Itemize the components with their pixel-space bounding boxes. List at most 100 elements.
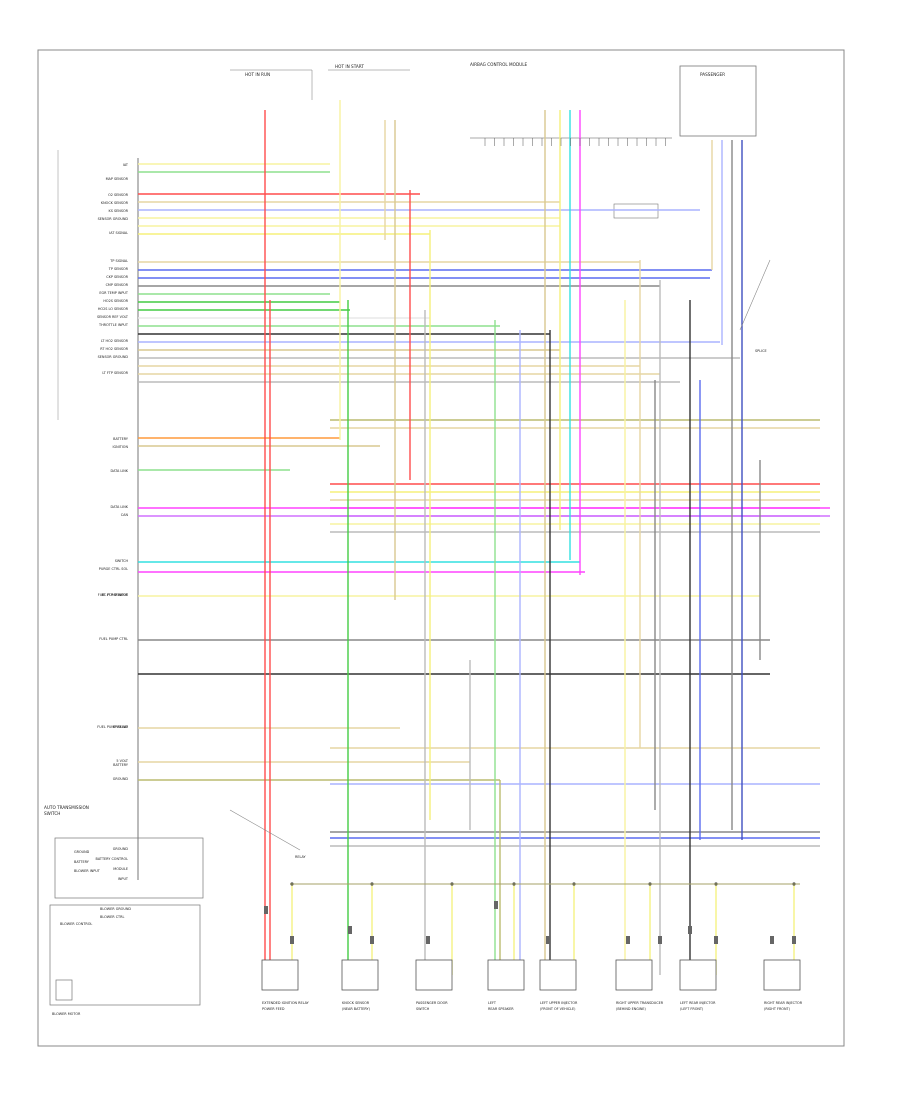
passenger-label: PASSENGER	[700, 72, 725, 77]
component-name: PASSENGER DOOR	[416, 1001, 448, 1005]
connector-mark	[792, 936, 796, 944]
blower-title: BLOWER CONTROL	[60, 922, 92, 926]
bottom-components: EXTENDED IGNITION RELAY POWER FEED KNOCK S…	[261, 959, 803, 1011]
module-title: AIRBAG CONTROL MODULE	[470, 62, 528, 67]
left-label: HO2S SENSOR	[103, 299, 128, 303]
auto-trans-sub: SWITCH	[44, 811, 60, 816]
bottom-component: KNOCK SENSOR (NEAR BATTERY)	[341, 959, 379, 1011]
connector-mark	[348, 926, 352, 934]
component-extra: (BEHIND ENGINE)	[616, 1007, 647, 1011]
connector-mark	[714, 936, 718, 944]
component-extra: (LEFT FRONT)	[680, 1007, 704, 1011]
detail-diag-2	[229, 809, 301, 851]
connector-box	[613, 203, 659, 219]
bl-label-0: GROUND	[74, 850, 90, 854]
connector-mark	[770, 936, 774, 944]
left-label: INPUT	[118, 877, 129, 881]
left-label: HO2S LO SENSOR	[98, 307, 129, 311]
left-label: FUEL PUMP INPUT	[98, 593, 129, 597]
left-label: GROUND	[113, 725, 129, 729]
blower-label-1: BLOWER CTRL	[100, 915, 124, 919]
component-name: LEFT REAR INJECTOR	[680, 1001, 716, 1005]
page-code	[42, 1041, 43, 1045]
blower-motor-label: BLOWER MOTOR	[52, 1012, 81, 1016]
left-label: SWITCH	[115, 559, 129, 563]
connector-mark	[264, 906, 268, 914]
bottom-component: LEFT REAR INJECTOR (LEFT FRONT)	[679, 959, 717, 1011]
connector-mark	[290, 936, 294, 944]
left-label: LT FTP SENSOR	[102, 371, 128, 375]
left-label: BATTERY	[113, 763, 129, 767]
component-extra: (RIGHT FRONT)	[764, 1007, 791, 1011]
component-name: LEFT	[488, 1001, 497, 1005]
component-extra: REAR SPEAKER	[488, 1007, 514, 1011]
connector-mark	[546, 936, 550, 944]
bottom-left-module: AUTO TRANSMISSION SWITCH GROUND BATTERY …	[42, 805, 204, 1045]
left-label: 5 VOLT	[116, 759, 129, 763]
left-label: RT HO2 SENSOR	[100, 347, 128, 351]
connector-mark	[370, 936, 374, 944]
blower-label-0: BLOWER GROUND	[100, 907, 131, 911]
detail-diag-1	[739, 259, 771, 331]
component-name: RIGHT REAR INJECTOR	[764, 1001, 803, 1005]
passenger-module-box	[679, 65, 757, 137]
bl-label-2: BLOWER INPUT	[74, 869, 101, 873]
label-hot-run: HOT IN RUN	[245, 72, 270, 77]
label-hot-start: HOT IN START	[335, 64, 364, 69]
top-label-block-start: HOT IN START	[328, 64, 410, 71]
bottom-component: LEFT UPPER INJECTOR (FRONT OF VEHICLE)	[539, 959, 578, 1011]
diagram-border	[37, 49, 845, 1047]
left-label: THROTTLE INPUT	[98, 323, 129, 327]
left-label: SENSOR REF VOLT	[97, 315, 129, 319]
left-label: TP SENSOR	[108, 267, 129, 271]
left-label: LT HO2 SENSOR	[101, 339, 129, 343]
left-label: CMP SENSOR	[106, 283, 129, 287]
left-label: MODULE	[113, 867, 128, 871]
component-name: RIGHT UPPER TRANSDUCER	[616, 1001, 664, 1005]
left-label: MAP SENSOR	[106, 177, 129, 181]
relay-note: RELAY	[295, 855, 307, 859]
left-label: SENSOR GROUND	[98, 355, 129, 359]
left-label: FUEL PUMP CTRL	[99, 637, 128, 641]
component-extra: SWITCH	[416, 1007, 430, 1011]
component-name: EXTENDED IGNITION RELAY	[262, 1001, 310, 1005]
auto-trans-title: AUTO TRANSMISSION	[44, 805, 89, 810]
left-label: KNOCK SENSOR	[101, 201, 129, 205]
left-label: SENSOR GROUND	[98, 217, 129, 221]
left-label: DATA LINK	[111, 469, 129, 473]
left-label: PURGE CTRL SOL	[99, 567, 128, 571]
left-label: IAT	[123, 163, 129, 167]
left-labels: IAT MAP SENSOR O2 SENSOR KNOCK SENSOR KS SEN…	[96, 163, 129, 881]
left-label: EGR TEMP INPUT	[99, 291, 129, 295]
component-name: LEFT UPPER INJECTOR	[540, 1001, 578, 1005]
left-label: IAT SIGNAL	[109, 231, 128, 235]
connector-mark	[494, 901, 498, 909]
component-name: KNOCK SENSOR	[342, 1001, 370, 1005]
component-extra: (NEAR BATTERY)	[342, 1007, 371, 1011]
left-label: O2 SENSOR	[108, 193, 129, 197]
connector-mark	[658, 936, 662, 944]
left-label: BATTERY	[113, 437, 129, 441]
left-label: FUEL PUMP RELAY	[97, 725, 129, 729]
left-label: CKP SENSOR	[106, 275, 128, 279]
bottom-component: EXTENDED IGNITION RELAY POWER FEED	[261, 959, 310, 1011]
bottom-component: LEFT REAR SPEAKER	[487, 959, 525, 1011]
left-label: GROUND	[113, 777, 129, 781]
left-label: IGNITION	[113, 445, 129, 449]
left-label: RT FTP SENSOR	[102, 593, 129, 597]
module-pins	[484, 138, 666, 146]
left-label: DATA LINK	[111, 505, 129, 509]
connector-mark	[688, 926, 692, 934]
bl-label-1: BATTERY	[74, 860, 90, 864]
left-label: GROUND	[113, 847, 129, 851]
bottom-component: RIGHT UPPER TRANSDUCER (BEHIND ENGINE)	[615, 959, 664, 1011]
bottom-component: PASSENGER DOOR SWITCH	[415, 959, 453, 1011]
left-label: KS SENSOR	[109, 209, 129, 213]
splice-note: SPLICE	[755, 349, 767, 353]
component-extra: (FRONT OF VEHICLE)	[540, 1007, 576, 1011]
left-label: BATTERY CONTROL	[96, 857, 129, 861]
bottom-component: RIGHT REAR INJECTOR (RIGHT FRONT)	[763, 959, 803, 1011]
component-extra: POWER FEED	[262, 1007, 285, 1011]
connector-mark	[426, 936, 430, 944]
